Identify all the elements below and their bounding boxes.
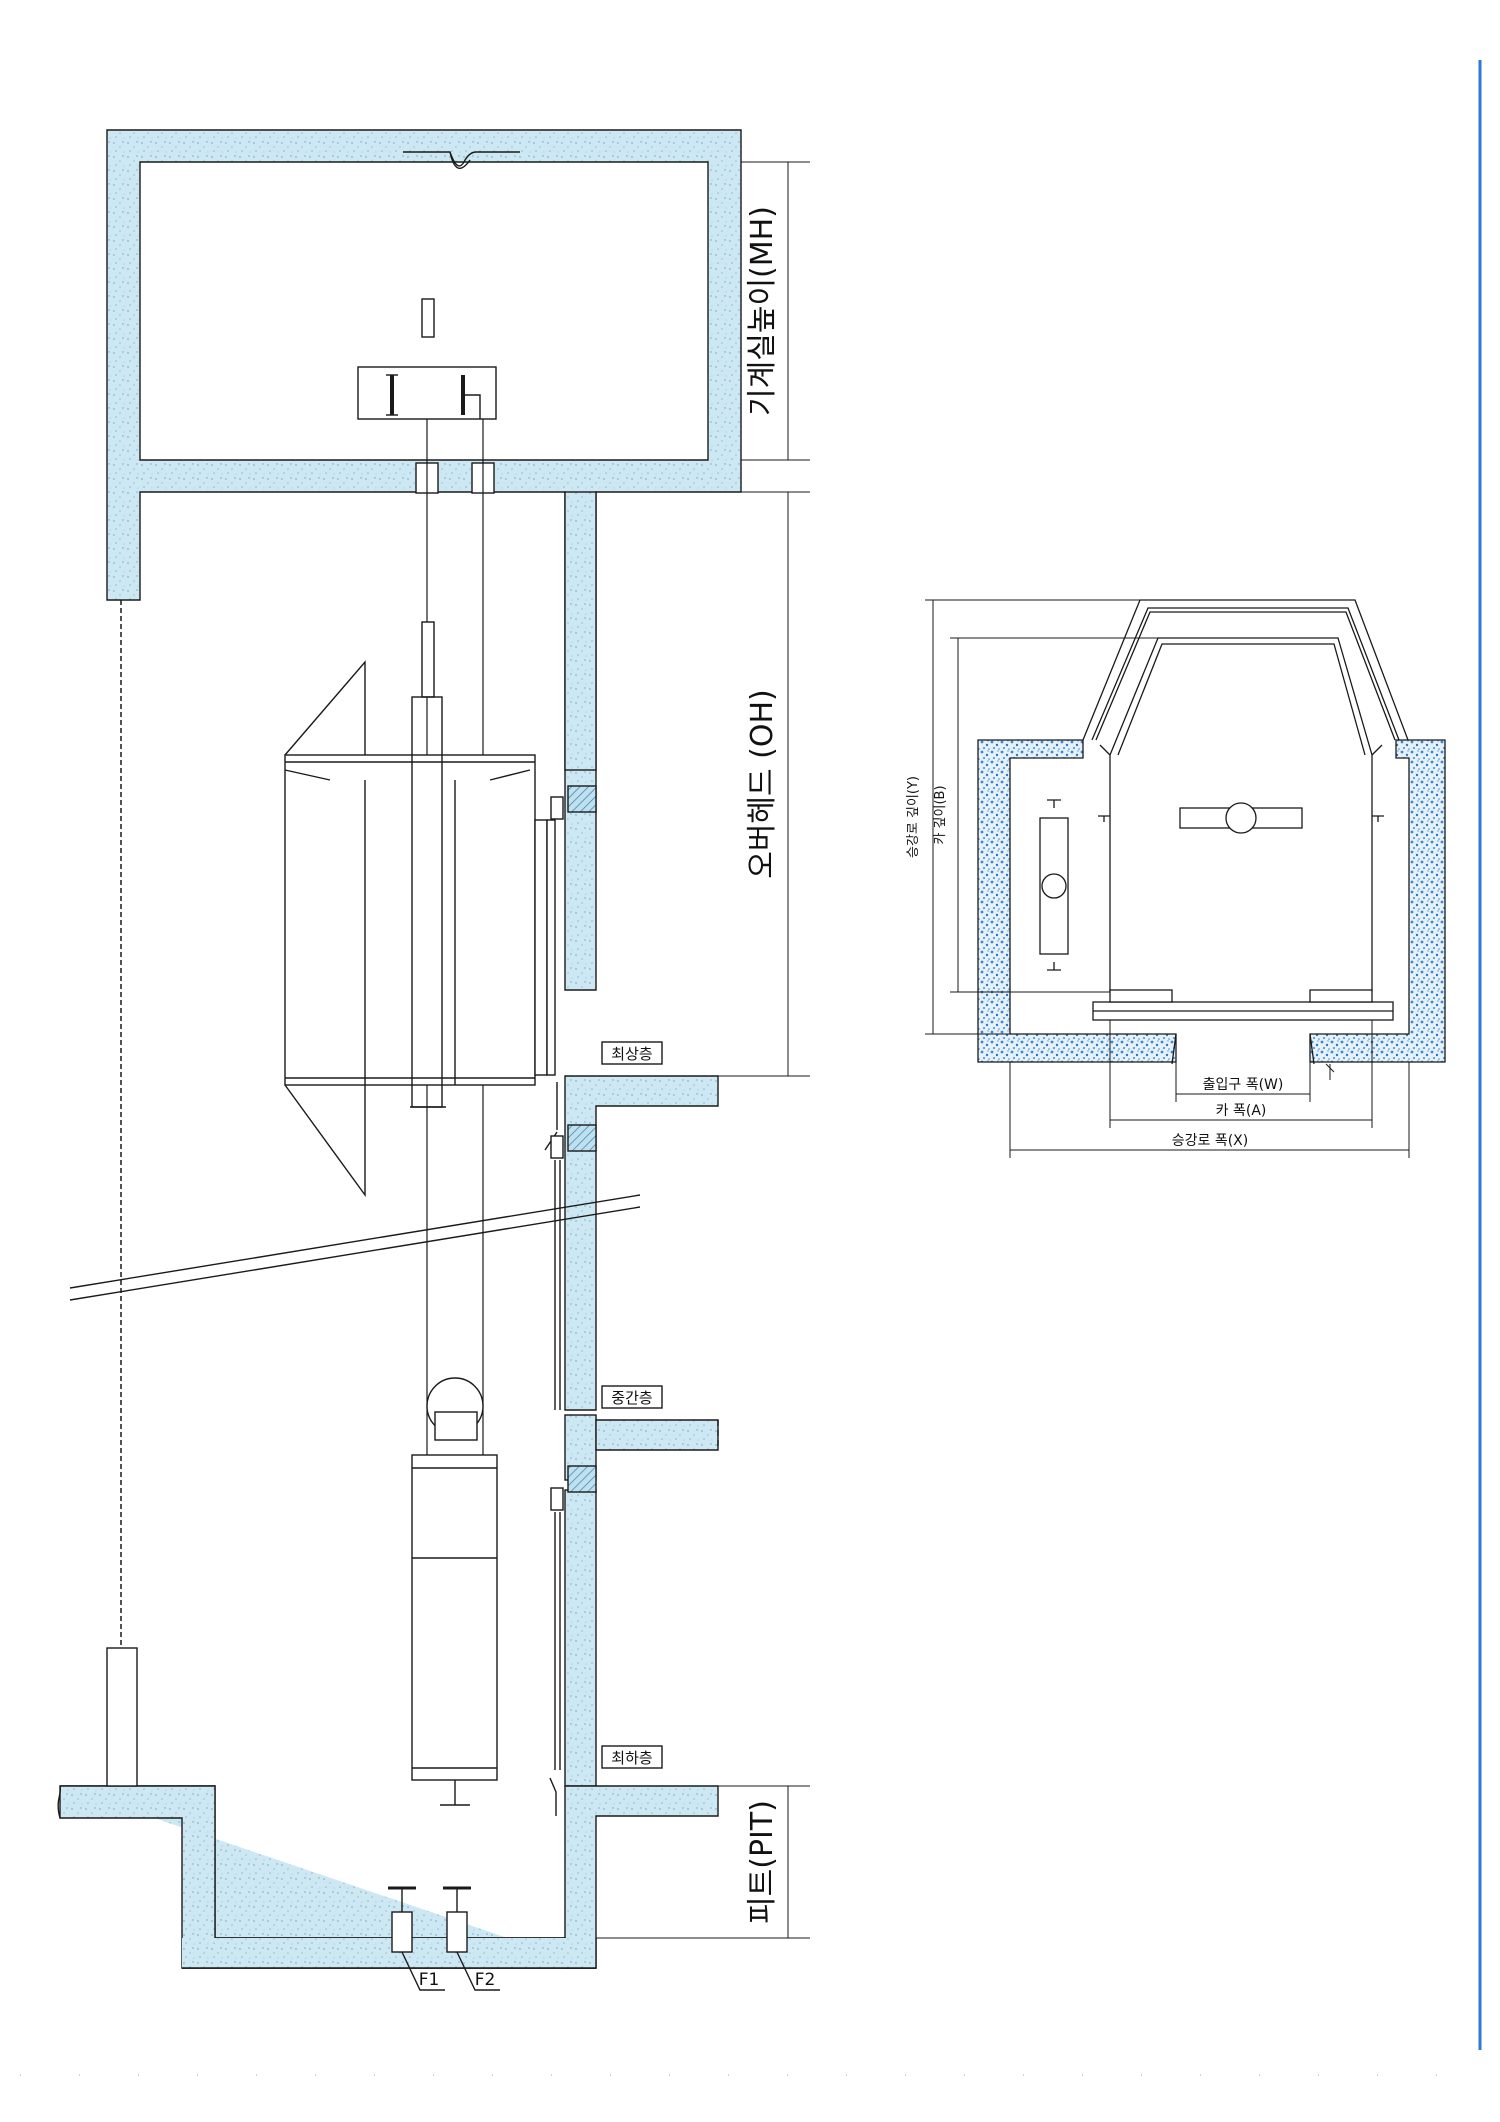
car-crosshead-rod bbox=[421, 621, 435, 698]
hall-door-mid bbox=[550, 1135, 564, 1159]
shaft-wall-upper bbox=[564, 491, 597, 771]
machine-base bbox=[357, 366, 497, 420]
car-bottom-frame bbox=[284, 1084, 366, 1198]
machine-room-walls bbox=[106, 129, 742, 991]
hoist-hook bbox=[403, 151, 520, 169]
header-hatch-low bbox=[567, 1465, 597, 1493]
section-labels: 기계실높이(MH) 오버헤드 (OH) 피트(PIT) 최상층 중간층 최하층 … bbox=[419, 206, 780, 1990]
machine-motor bbox=[421, 298, 435, 338]
hoistway-depth-label: 승강로 깊이(Y) bbox=[906, 776, 921, 858]
middle-floor-label: 중간층 bbox=[611, 1389, 652, 1407]
car-top-frame bbox=[284, 660, 366, 756]
machine-room-height-label: 기계실높이(MH) bbox=[745, 206, 780, 416]
section-view bbox=[57, 129, 810, 1991]
plan-car-outline bbox=[1109, 637, 1373, 992]
break-line-2 bbox=[69, 1206, 641, 1301]
car-body bbox=[284, 754, 536, 1086]
bottom-floor-label: 최하층 bbox=[611, 1749, 652, 1767]
middle-floor-beam bbox=[595, 1419, 719, 1451]
shaft-wall-lower bbox=[564, 1489, 597, 1787]
counterweight-frame bbox=[411, 1454, 498, 1781]
dimension-lines bbox=[596, 161, 810, 1939]
buffer-f1-label: F1 bbox=[419, 1970, 440, 1990]
governor-tension-weight bbox=[106, 1647, 138, 1787]
plan-dimensions bbox=[925, 599, 1410, 1158]
overhead-label: 오버헤드 (OH) bbox=[745, 689, 780, 879]
plan-view bbox=[925, 599, 1446, 1158]
hall-door-top bbox=[550, 796, 564, 820]
car-width-label: 카 폭(A) bbox=[1216, 1103, 1267, 1119]
hall-door-low bbox=[550, 1487, 564, 1511]
top-floor-label: 최상층 bbox=[611, 1045, 652, 1063]
header-hatch-mid bbox=[567, 1124, 597, 1152]
car-depth-label: 카 깊이(B) bbox=[933, 785, 948, 844]
car-door bbox=[534, 819, 548, 1076]
plan-hoistway-roof bbox=[1082, 599, 1409, 741]
pit-label: 피트(PIT) bbox=[745, 1800, 780, 1924]
header-hatch-top bbox=[567, 785, 597, 813]
buffer-f1 bbox=[388, 1886, 445, 1991]
hoistway-width-label: 승강로 폭(X) bbox=[1172, 1133, 1249, 1149]
buffer-f2 bbox=[443, 1886, 500, 1991]
break-line-1 bbox=[69, 1194, 641, 1289]
buffer-f2-label: F2 bbox=[475, 1970, 496, 1990]
entrance-width-label: 출입구 폭(W) bbox=[1203, 1077, 1284, 1093]
plan-labels: 승강로 깊이(Y) 카 깊이(B) 출입구 폭(W) 카 폭(A) 승강로 폭(… bbox=[906, 776, 1283, 1149]
